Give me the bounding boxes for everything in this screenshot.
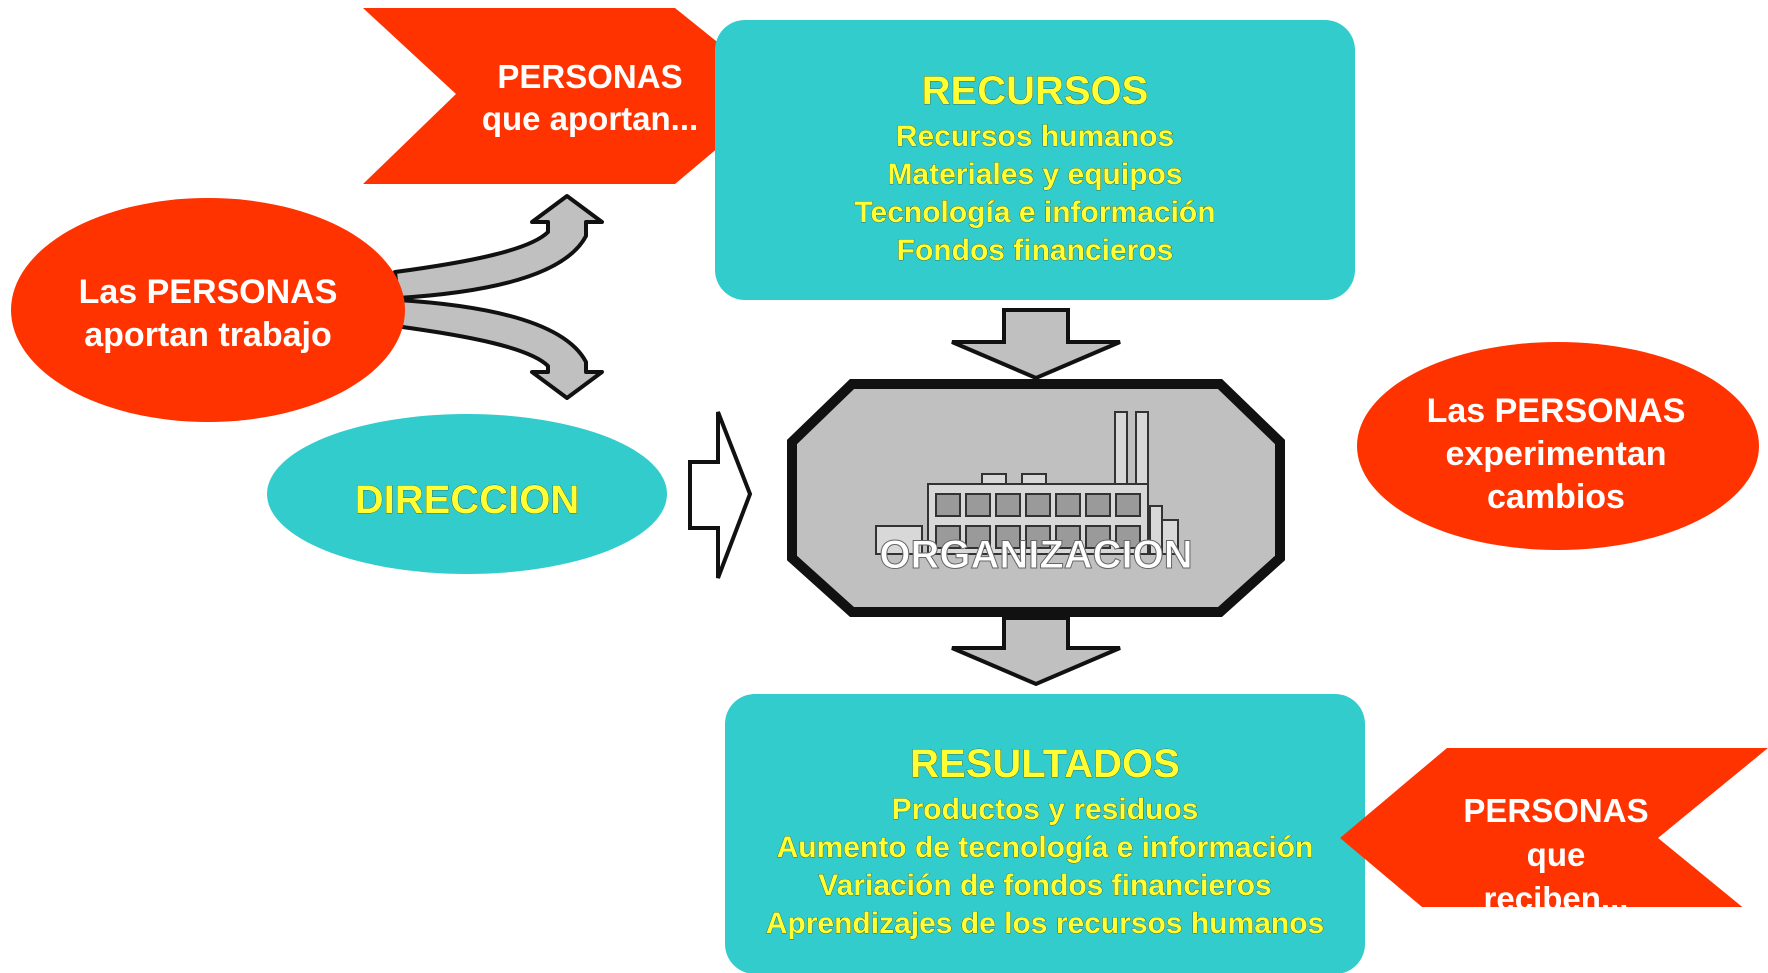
- resultados-box: RESULTADOS Productos y residuos Aumento …: [725, 694, 1365, 973]
- direccion-label: DIRECCION: [355, 478, 579, 522]
- personas-reciben-line3: reciben...: [1484, 880, 1629, 917]
- right-arrow-icon: [688, 411, 753, 579]
- split-arrow-down: [393, 298, 604, 400]
- chevron-shape: [363, 8, 782, 184]
- personas-cambios-line3: cambios: [1487, 478, 1625, 516]
- recursos-box: RECURSOS Recursos humanos Materiales y e…: [715, 20, 1355, 300]
- personas-reciben-line2: que: [1527, 836, 1586, 873]
- personas-aportan-line1: PERSONAS: [497, 58, 682, 95]
- down-arrow-bottom: [951, 616, 1121, 687]
- split-arrow-up: [393, 194, 604, 300]
- personas-reciben-line1: PERSONAS: [1463, 792, 1648, 829]
- resultados-item: Aprendizajes de los recursos humanos: [766, 907, 1325, 940]
- recursos-item: Tecnología e información: [854, 196, 1215, 229]
- split-arrow-icon: [393, 194, 604, 400]
- resultados-item: Variación de fondos financieros: [818, 869, 1271, 902]
- personas-cambios-shape: [1357, 342, 1759, 550]
- down-arrow-icon: [951, 308, 1121, 381]
- personas-cambios-line1: Las PERSONAS: [1427, 392, 1686, 430]
- recursos-item: Recursos humanos: [896, 120, 1174, 153]
- resultados-panel: [725, 694, 1365, 973]
- personas-trabajo-line2: aportan trabajo: [84, 316, 331, 354]
- organizacion-label: ORGANIZACION: [879, 533, 1192, 577]
- down-arrow-icon: [951, 616, 1121, 687]
- resultados-item: Productos y residuos: [892, 793, 1199, 826]
- direccion-shape: [267, 414, 667, 574]
- personas-trabajo-line1: Las PERSONAS: [79, 273, 338, 311]
- personas-cambios-line2: experimentan: [1445, 435, 1666, 473]
- recursos-title: RECURSOS: [922, 69, 1149, 113]
- factory-icon: [875, 411, 1179, 555]
- personas-cambios-ellipse: Las PERSONAS experimentan cambios: [1357, 342, 1759, 550]
- right-arrow-shape: [688, 411, 753, 579]
- personas-trabajo-ellipse: Las PERSONAS aportan trabajo: [11, 198, 405, 422]
- organizacion-octagon: ORGANIZACION: [787, 379, 1285, 617]
- recursos-panel: [715, 20, 1355, 300]
- down-arrow-top: [951, 308, 1121, 381]
- resultados-item: Aumento de tecnología e información: [777, 831, 1314, 864]
- recursos-item: Materiales y equipos: [887, 158, 1182, 191]
- recursos-item: Fondos financieros: [897, 234, 1174, 267]
- resultados-title: RESULTADOS: [910, 742, 1180, 786]
- personas-aportan-line2: que aportan...: [482, 100, 698, 137]
- personas-reciben-chevron: PERSONAS que reciben...: [1340, 748, 1768, 917]
- personas-aportan-chevron: PERSONAS que aportan...: [363, 8, 782, 184]
- personas-trabajo-shape: [11, 198, 405, 422]
- chevron-shape: [1340, 748, 1768, 907]
- direccion-ellipse: DIRECCION: [267, 414, 667, 574]
